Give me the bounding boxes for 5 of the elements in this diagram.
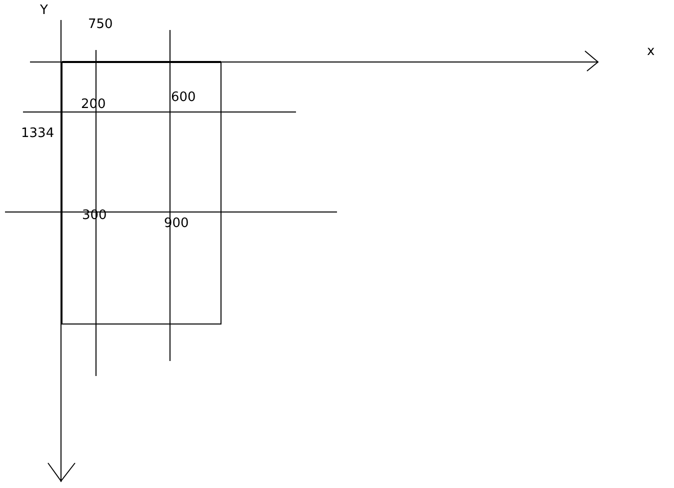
dimension-label: 1334 <box>21 126 54 141</box>
dimension-label: 600 <box>171 90 196 105</box>
axis-label: Y <box>40 3 48 18</box>
dimension-label: 750 <box>88 17 113 32</box>
axis-label: x <box>647 44 655 59</box>
